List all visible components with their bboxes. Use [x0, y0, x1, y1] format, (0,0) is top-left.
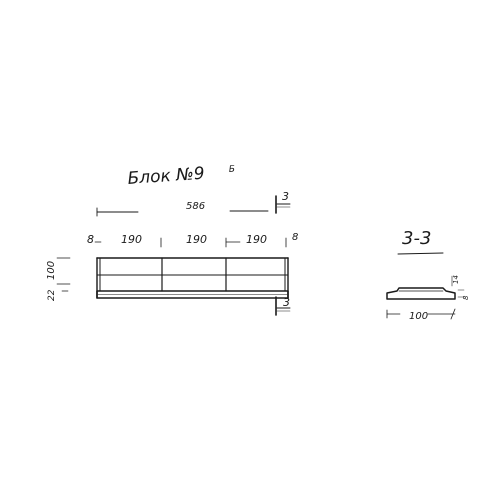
end-left-label: 8: [87, 233, 94, 246]
section-marker-top: 3: [275, 190, 291, 214]
bay-dimensions: 8 190 190 190 8: [87, 232, 298, 248]
title-superscript: Б: [229, 165, 236, 175]
section-flange-side-label: 8: [462, 295, 470, 300]
drawing-title: Блок №9 Б: [127, 164, 235, 189]
section-marker-top-label: 3: [282, 190, 289, 203]
section-title: 3-3: [402, 228, 431, 249]
bay-1-label: 190: [121, 233, 142, 246]
height-label: 100: [46, 261, 57, 280]
section-width-label: 100: [409, 311, 428, 322]
overall-length-label: 586: [186, 201, 205, 212]
bay-2-label: 190: [186, 233, 207, 246]
section-marker-bottom-label: 3: [283, 296, 290, 309]
bay-3-label: 190: [246, 233, 267, 246]
base-height-label: 22: [47, 289, 57, 301]
height-dimensions: 100 22: [46, 257, 71, 301]
section-marker-bottom: 3: [275, 296, 291, 316]
title-text: Блок №9: [127, 164, 205, 189]
section-flange-top-label: 14: [452, 275, 460, 284]
section-view: 3-3 100 14 8: [386, 228, 470, 322]
block-elevation: [96, 257, 289, 299]
end-right-label: 8: [292, 232, 298, 243]
overall-length-dimension: 586: [96, 201, 269, 217]
